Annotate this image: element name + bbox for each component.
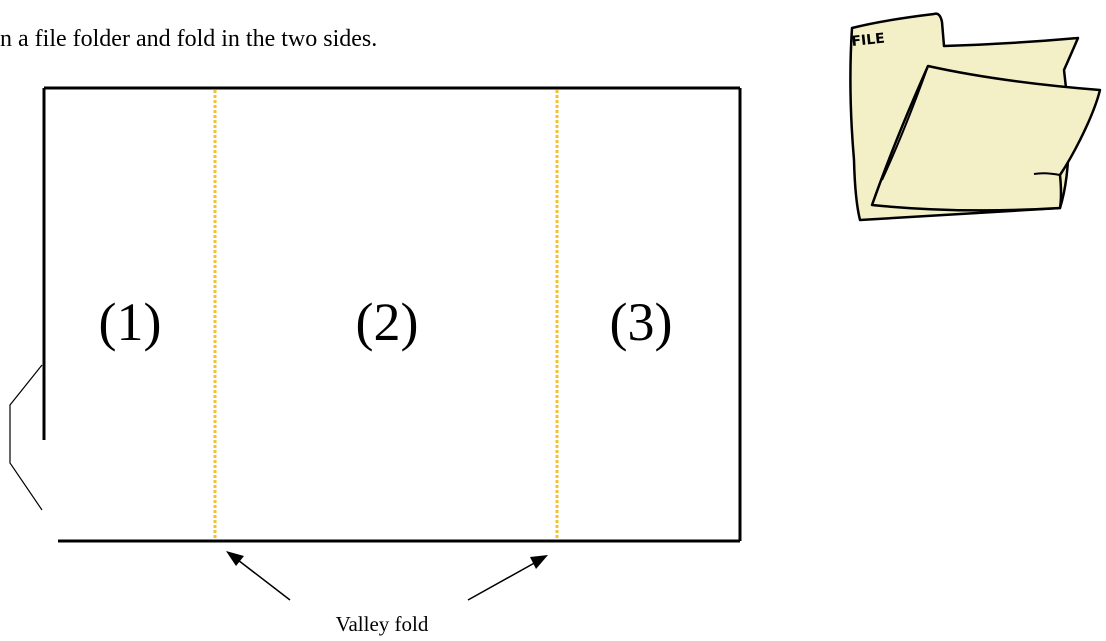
arrow-left [226, 551, 291, 601]
instruction-text: n a file folder and fold in the two side… [0, 26, 378, 52]
arrow-right [467, 555, 548, 601]
folder-tab-outline [9, 364, 43, 511]
file-folder-icon: FILE [849, 12, 1102, 222]
panel-label-3: (3) [610, 292, 673, 352]
folder-label: FILE [851, 31, 886, 50]
panel-label-2: (2) [356, 292, 419, 352]
panel-label-1: (1) [99, 292, 162, 352]
valley-fold-caption: Valley fold [336, 612, 429, 636]
